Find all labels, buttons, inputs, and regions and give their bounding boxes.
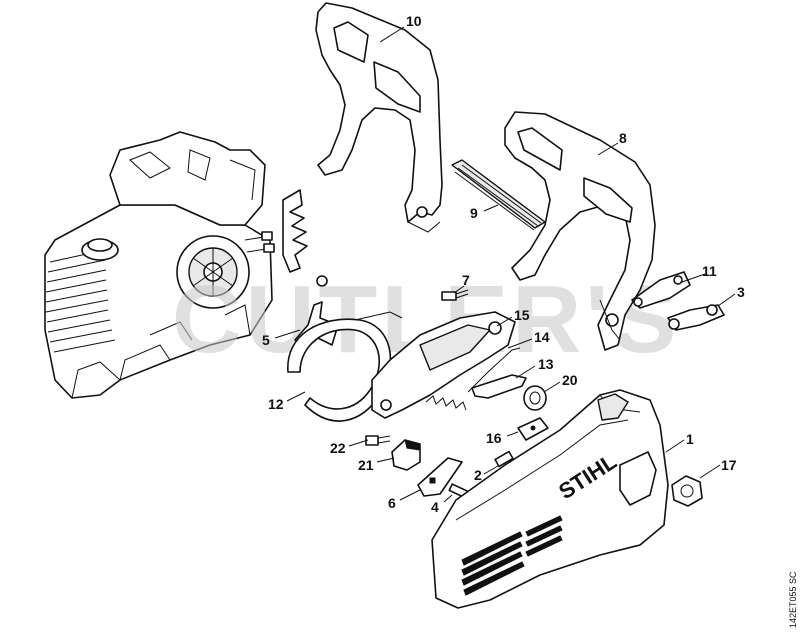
collar-nut [523,385,547,411]
sprocket-cover: STIHL [431,389,669,609]
callout-12: 12 [268,396,284,412]
callout-16: 16 [486,430,502,446]
engine-assembly [44,131,275,399]
rear-handguard [315,2,443,233]
callout-11: 11 [702,263,717,279]
callout-4: 4 [431,499,439,515]
callout-20: 20 [562,372,578,388]
leader-lines [274,26,736,503]
callout-3: 3 [737,284,745,300]
bracket-13 [471,374,527,399]
pin-2 [494,450,514,468]
bumper-screw [316,275,328,287]
slide-6 [417,457,463,497]
plate-16 [517,417,549,441]
callout-21: 21 [358,457,374,473]
brake-band [287,311,403,422]
front-handguard [504,111,656,351]
brake-link [631,271,691,309]
callout-15: 15 [514,307,530,323]
cylinder-fins [45,249,116,353]
callout-10: 10 [406,13,422,29]
callout-1: 1 [686,431,694,447]
block-21 [391,439,421,471]
callout-8: 8 [619,130,627,146]
lever-3 [667,304,725,331]
callout-5: 5 [262,332,270,348]
callout-labels: 10 8 9 7 11 3 5 15 14 13 20 12 16 1 22 1… [262,13,745,515]
screw-7 [441,289,469,301]
callout-13: 13 [538,356,554,372]
callout-6: 6 [388,495,396,511]
callout-22: 22 [330,440,346,456]
brake-lever-housing [371,311,516,419]
callout-9: 9 [470,205,478,221]
tension-spring [425,347,521,411]
callout-2: 2 [474,467,482,483]
callout-14: 14 [534,329,550,345]
callout-17: 17 [721,457,737,473]
hex-nut [671,475,703,507]
drawing-reference: 142ET055 SC [788,571,798,628]
callout-7: 7 [462,272,470,288]
screw-22 [365,435,391,446]
guide-strip [451,159,546,231]
spiked-bumper [282,189,308,273]
cover-vents [461,515,563,596]
